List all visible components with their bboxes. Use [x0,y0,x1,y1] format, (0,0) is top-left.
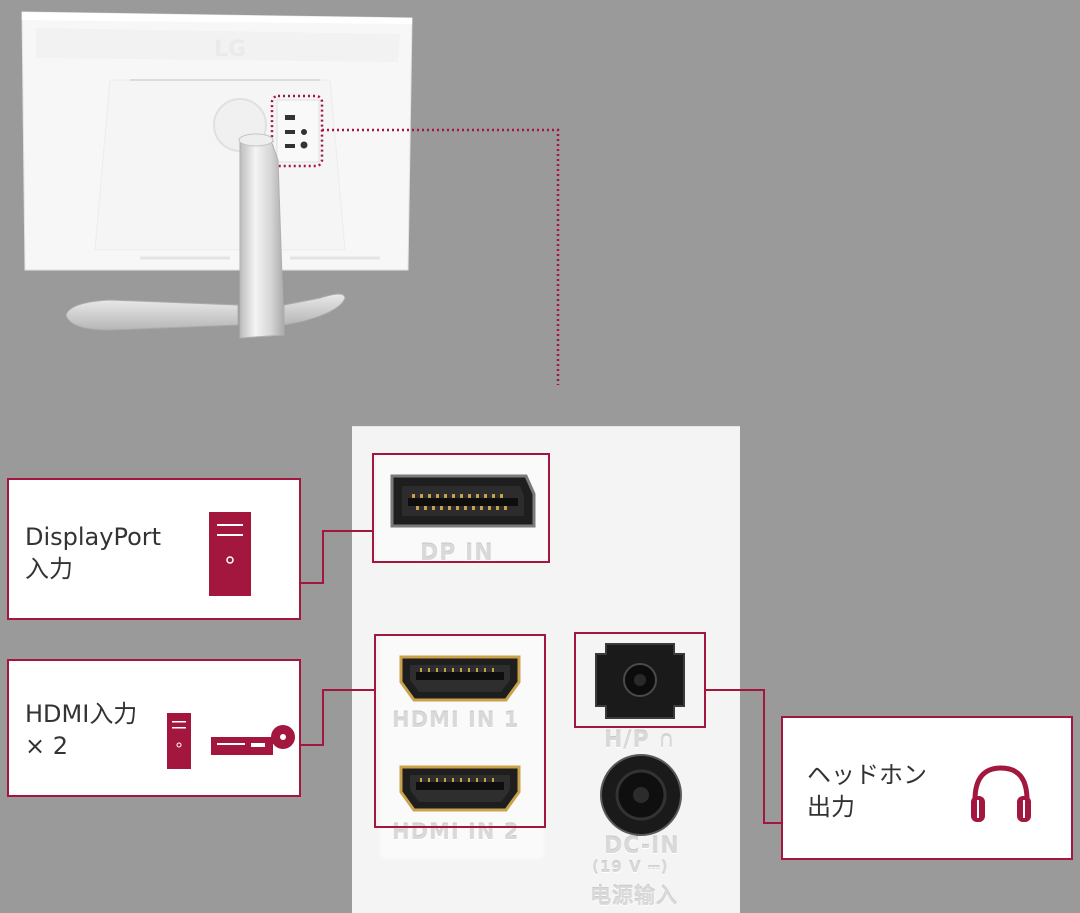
callout-headphone: ヘッドホン 出力 [781,716,1073,860]
brand-logo: LG [214,37,246,62]
hdmi-2-port [399,765,521,812]
callout-dp-line1: DisplayPort [25,523,162,551]
displayport-port [390,474,536,528]
pc-tower-icon [167,713,191,769]
hdmi-connector [301,689,374,746]
headphones-icon [971,765,1031,822]
displayport-highlight [372,453,550,563]
bluray-player-icon [211,725,295,755]
callout-hp-line1: ヘッドホン [807,761,927,789]
pc-tower-icon [209,512,251,596]
hp-label-text: H/P [604,728,650,753]
hdmi-highlight [374,634,546,828]
dc-rating-label: (19 V ⎓) [592,858,669,876]
dc-power-label: 电源输入 [590,884,678,908]
dc-in-label: DC-IN [604,834,680,859]
dotted-connector-line [322,128,560,385]
callout-displayport: DisplayPort 入力 [7,478,301,620]
hdmi-1-port [399,655,521,702]
headphone-highlight [574,632,706,728]
dp-connector [301,530,372,584]
dc-symbol-icon: ⎓) [647,858,669,876]
hdmi-in-1-label: HDMI IN 1 [392,708,520,732]
hp-label: H/P ∩ [604,728,675,753]
headphone-symbol-icon: ∩ [658,728,676,753]
callout-hdmi-line2: × 2 [25,732,69,760]
callout-hp-line2: 出力 [807,793,855,821]
callout-hdmi-line1: HDMI入力 [25,700,138,728]
headphone-connector [706,689,781,824]
dc-in-jack [600,754,682,836]
monitor-rear-view: LG [21,11,560,385]
dc-rating-text: (19 V [592,858,642,876]
headphone-jack [595,643,685,719]
hdmi-in-2-label: HDMI IN 2 [392,820,520,844]
callout-dp-line2: 入力 [25,555,73,583]
callout-hdmi: HDMI入力 × 2 [7,659,301,797]
